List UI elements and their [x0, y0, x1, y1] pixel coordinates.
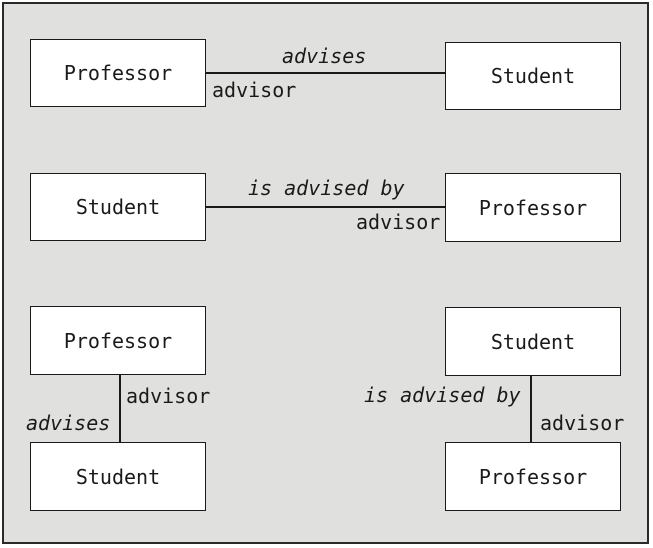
professor-entity-box: Professor [445, 442, 621, 511]
relationship-label: advises [26, 411, 111, 435]
association-line [206, 206, 445, 208]
relationship-label: is advised by [248, 176, 405, 200]
professor-entity-box: Professor [445, 173, 621, 242]
student-entity-box: Student [30, 442, 206, 511]
relationship-label: is advised by [364, 383, 521, 407]
association-line [206, 72, 445, 74]
student-entity-box: Student [445, 42, 621, 110]
role-label: advisor [356, 210, 441, 234]
role-label: advisor [540, 411, 625, 435]
student-entity-box: Student [30, 173, 206, 241]
role-label: advisor [126, 384, 211, 408]
student-entity-box: Student [445, 307, 621, 376]
association-line [530, 376, 532, 442]
professor-entity-box: Professor [30, 306, 206, 375]
association-line [119, 375, 121, 442]
relationship-label: advises [282, 44, 367, 68]
role-label: advisor [212, 78, 297, 102]
professor-entity-box: Professor [30, 39, 206, 107]
